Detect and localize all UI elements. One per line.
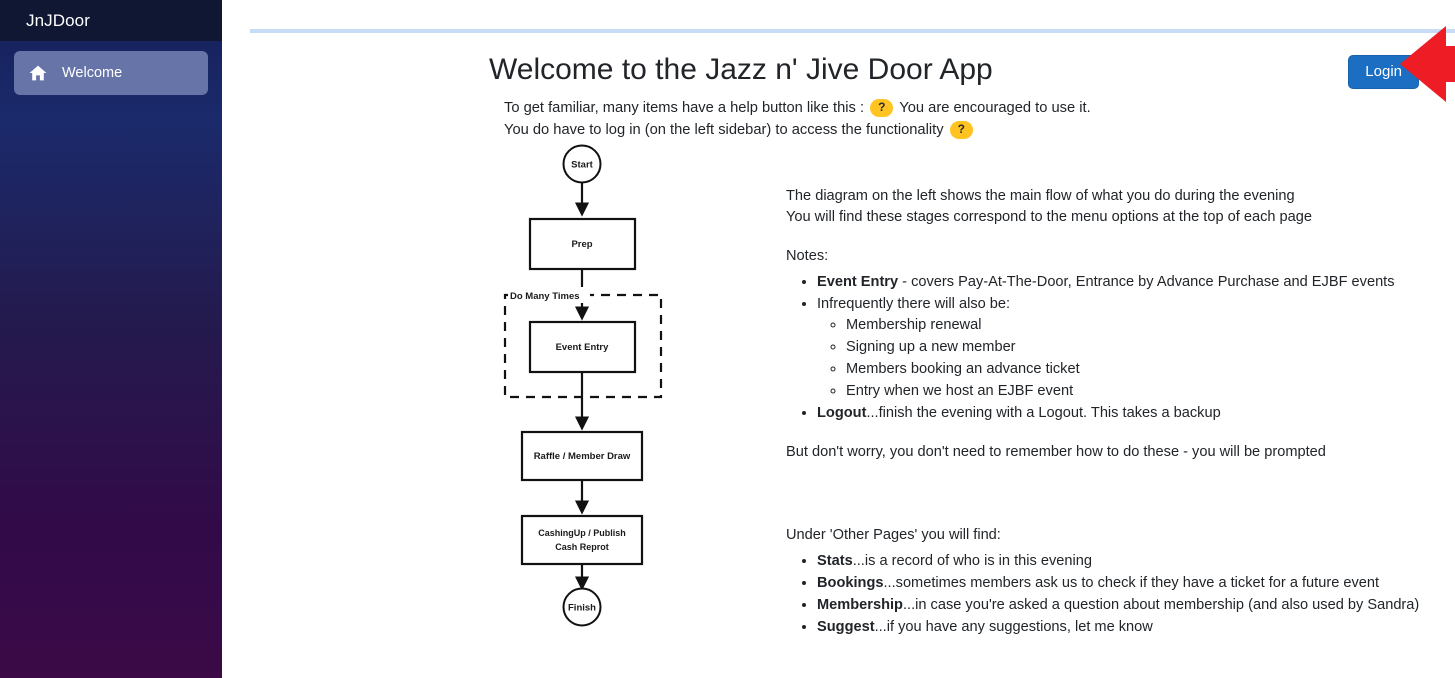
flow-node-start — [562, 144, 602, 184]
intro-line-1-before: To get familiar, many items have a help … — [504, 100, 865, 116]
intro-line-2: You do have to log in (on the left sideb… — [504, 119, 1091, 141]
flow-node-prep-label: Prep — [571, 239, 592, 250]
intro-line-2-before: You do have to log in (on the left sideb… — [504, 122, 944, 138]
flow-node-cashing-up — [520, 514, 644, 566]
intro-line-1: To get familiar, many items have a help … — [504, 97, 1091, 119]
spacer — [786, 228, 1455, 246]
notes-intro-line-1: The diagram on the left shows the main f… — [786, 188, 1295, 204]
brand-title: JnJDoor — [26, 10, 91, 30]
bullet-bold-label: Stats — [817, 553, 853, 569]
help-icon[interactable]: ? — [870, 99, 894, 117]
notes-closing-line: But don't worry, you don't need to remem… — [786, 444, 1326, 460]
login-button[interactable]: Login — [1348, 55, 1419, 89]
flow-node-event-entry — [528, 320, 637, 374]
flow-diagram: Start Prep Do Many Times Event Entry — [494, 140, 684, 630]
notes-heading: Notes: — [786, 248, 829, 264]
sidebar: JnJDoor Welcome — [0, 0, 222, 678]
flow-group-label: Do Many Times — [510, 291, 580, 302]
list-item: Event Entry - covers Pay-At-The-Door, En… — [817, 272, 1455, 293]
notes-sub-bullet-list: Membership renewal Signing up a new memb… — [817, 315, 1455, 402]
sidebar-item-label: Welcome — [62, 65, 123, 81]
spacer — [786, 425, 1455, 442]
bullet-bold-label: Bookings — [817, 575, 884, 591]
bullet-bold-label: Event Entry — [817, 274, 899, 290]
other-pages-panel: Under 'Other Pages' you will find: Stats… — [786, 525, 1455, 639]
bullet-bold-label: Logout — [817, 405, 867, 421]
list-item: Bookings...sometimes members ask us to c… — [817, 573, 1455, 594]
notes-intro-line-2: You will find these stages correspond to… — [786, 209, 1313, 225]
flow-node-prep — [528, 217, 637, 271]
list-item: Membership...in case you're asked a ques… — [817, 595, 1455, 616]
bullet-rest-text: ...in case you're asked a question about… — [902, 597, 1420, 613]
bullet-rest-text: ...if you have any suggestions, let me k… — [874, 619, 1153, 635]
page-title: Welcome to the Jazz n' Jive Door App — [489, 53, 993, 86]
flow-node-cashing-up-label-line1: CashingUp / Publish — [538, 528, 626, 538]
bullet-rest-text: ...sometimes members ask us to check if … — [883, 575, 1380, 591]
bullet-bold-label: Suggest — [817, 619, 875, 635]
sidebar-item-welcome[interactable]: Welcome — [14, 51, 208, 95]
flow-node-start-label: Start — [571, 160, 593, 171]
notes-bullet-list: Event Entry - covers Pay-At-The-Door, En… — [786, 272, 1455, 424]
bullet-rest-text: ...finish the evening with a Logout. Thi… — [866, 405, 1221, 421]
bullet-rest-text: ...is a record of who is in this evening — [852, 553, 1092, 569]
list-item: Members booking an advance ticket — [846, 359, 1455, 380]
top-divider — [250, 29, 1455, 33]
other-pages-heading: Under 'Other Pages' you will find: — [786, 527, 1001, 543]
list-item: Signing up a new member — [846, 337, 1455, 358]
bullet-rest-text: Infrequently there will also be: — [817, 296, 1011, 312]
flow-node-event-entry-label: Event Entry — [556, 342, 610, 353]
main-content: Welcome to the Jazz n' Jive Door App Log… — [222, 0, 1455, 678]
sidebar-nav: Welcome — [0, 41, 222, 95]
list-item: Suggest...if you have any suggestions, l… — [817, 617, 1455, 638]
flow-node-finish — [562, 587, 602, 627]
help-icon-2[interactable]: ? — [949, 121, 973, 139]
notes-panel: The diagram on the left shows the main f… — [786, 186, 1455, 463]
list-item: Logout...finish the evening with a Logou… — [817, 403, 1455, 424]
flow-node-finish-label: Finish — [568, 603, 596, 614]
other-pages-list: Stats...is a record of who is in this ev… — [786, 551, 1455, 638]
list-item: Entry when we host an EJBF event — [846, 381, 1455, 402]
list-item: Stats...is a record of who is in this ev… — [817, 551, 1455, 572]
flow-node-cashing-up-label-line2: Cash Reprot — [555, 542, 609, 552]
page-header: Welcome to the Jazz n' Jive Door App Log… — [489, 52, 1419, 89]
flow-diagram-svg: Start Prep Do Many Times Event Entry — [503, 144, 663, 627]
home-icon — [28, 63, 48, 83]
intro-text: To get familiar, many items have a help … — [504, 97, 1091, 141]
flow-group-label-bg — [508, 287, 590, 303]
list-item: Infrequently there will also be: Members… — [817, 294, 1455, 402]
bullet-bold-label: Membership — [817, 597, 903, 613]
intro-line-1-after: You are encouraged to use it. — [899, 100, 1091, 116]
bullet-rest-text: - covers Pay-At-The-Door, Entrance by Ad… — [898, 274, 1395, 290]
sidebar-brand-bar: JnJDoor — [0, 0, 222, 41]
list-item: Membership renewal — [846, 315, 1455, 336]
flow-node-raffle-label: Raffle / Member Draw — [534, 451, 631, 462]
